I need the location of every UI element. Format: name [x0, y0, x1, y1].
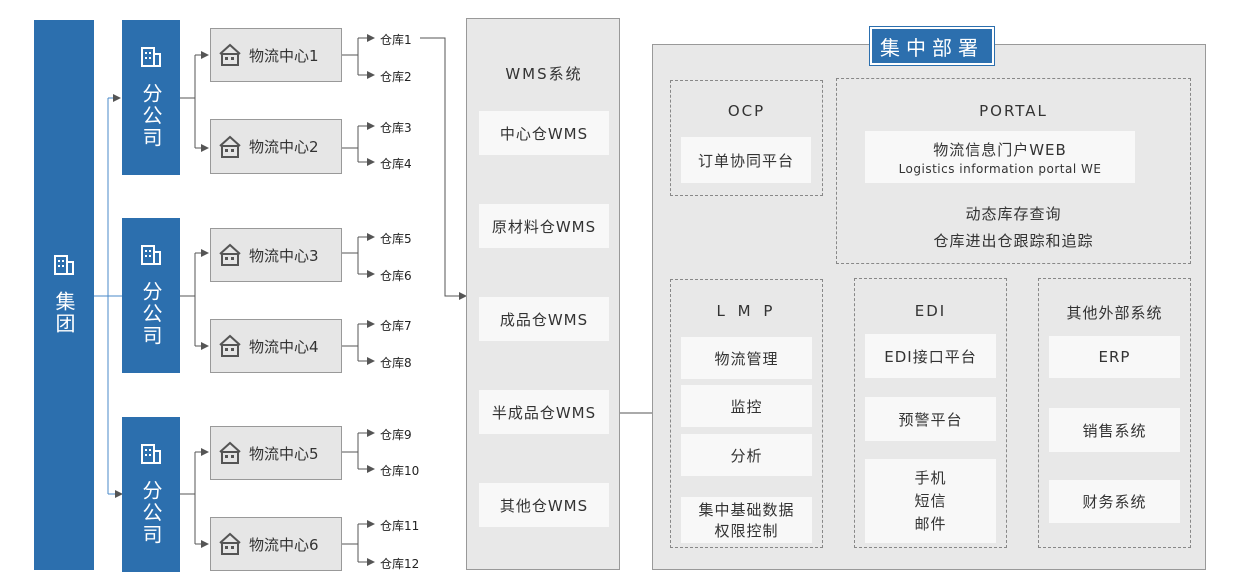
warehouse-label: 仓库10 [380, 464, 420, 478]
wms-item: 原材料仓WMS [479, 204, 609, 248]
warehouse-label: 仓库3 [380, 121, 412, 135]
wms-panel: WMS系统 中心仓WMS 原材料仓WMS 成品仓WMS 半成品仓WMS 其他仓W… [466, 18, 620, 570]
branch-label: 分公司 [139, 479, 163, 546]
logistics-center-1: 物流中心1 [210, 28, 342, 82]
lmp-base-line-1: 集中基础数据 [698, 501, 795, 519]
warehouse-label: 仓库6 [380, 269, 412, 283]
wms-item: 成品仓WMS [479, 297, 609, 341]
notify-sms: 短信 [914, 491, 947, 510]
external-item: ERP [1049, 336, 1180, 378]
external-item: 财务系统 [1049, 480, 1180, 523]
lmp-item: 物流管理 [681, 337, 812, 379]
branch-label: 分公司 [139, 280, 163, 347]
portal-title: PORTAL [979, 102, 1048, 120]
ocp-title: OCP [727, 102, 766, 120]
building-icon [141, 46, 161, 67]
group-label: 集团 [52, 291, 76, 335]
wms-item: 中心仓WMS [479, 111, 609, 155]
portal-web-card: 物流信息门户WEB Logistics information portal W… [865, 131, 1135, 183]
portal-group: PORTAL 物流信息门户WEB Logistics information p… [836, 78, 1191, 264]
house-icon [219, 135, 241, 158]
house-icon [219, 334, 241, 357]
building-icon [141, 443, 161, 464]
group-node: 集团 [34, 20, 94, 570]
edi-item: EDI接口平台 [865, 334, 996, 378]
warehouse-label: 仓库1 [380, 33, 412, 47]
wms-title: WMS系统 [505, 65, 583, 83]
ocp-group: OCP 订单协同平台 [670, 80, 823, 196]
lmp-base-line-2: 权限控制 [714, 522, 779, 540]
external-item: 销售系统 [1049, 408, 1180, 452]
logistics-center-6: 物流中心6 [210, 517, 342, 571]
warehouse-label: 仓库7 [380, 319, 412, 333]
branch-node-1: 分公司 [122, 20, 180, 175]
portal-web-title: 物流信息门户WEB [933, 140, 1067, 159]
branch-label: 分公司 [139, 82, 163, 149]
house-icon [219, 532, 241, 555]
warehouse-label: 仓库9 [380, 428, 412, 442]
edi-title: EDI [914, 302, 947, 320]
portal-web-subtitle: Logistics information portal WE [898, 161, 1102, 176]
logistics-center-3: 物流中心3 [210, 228, 342, 282]
warehouse-label: 仓库8 [380, 356, 412, 370]
house-icon [219, 441, 241, 464]
branch-node-3: 分公司 [122, 417, 180, 572]
wms-item: 半成品仓WMS [479, 390, 609, 434]
warehouse-label: 仓库4 [380, 157, 412, 171]
logistics-center-4: 物流中心4 [210, 319, 342, 373]
warehouse-label: 仓库11 [380, 519, 420, 533]
logistics-center-2: 物流中心2 [210, 119, 342, 174]
house-icon [219, 243, 241, 266]
warehouse-label: 仓库2 [380, 70, 412, 84]
notify-email: 邮件 [914, 514, 947, 533]
lmp-item: 监控 [681, 385, 812, 427]
lmp-base-card: 集中基础数据 权限控制 [681, 497, 812, 543]
notify-phone: 手机 [914, 468, 947, 487]
edi-notify-card: 手机 短信 邮件 [865, 459, 996, 543]
ocp-item: 订单协同平台 [681, 137, 811, 183]
house-icon [219, 43, 241, 66]
central-deployment-badge: 集中部署 [870, 27, 994, 65]
building-icon [54, 255, 74, 275]
warehouse-label: 仓库5 [380, 232, 412, 246]
building-icon [141, 244, 161, 265]
edi-item: 预警平台 [865, 397, 996, 441]
wms-item: 其他仓WMS [479, 483, 609, 527]
lmp-title: L M P [716, 302, 777, 320]
warehouse-label: 仓库12 [380, 557, 420, 571]
portal-line-2: 仓库进出仓跟踪和追踪 [933, 232, 1094, 250]
edi-group: EDI EDI接口平台 预警平台 手机 短信 邮件 [854, 278, 1007, 548]
lmp-group: L M P 物流管理 监控 分析 集中基础数据 权限控制 [670, 279, 823, 548]
external-title: 其他外部系统 [1066, 304, 1163, 322]
portal-line-1: 动态库存查询 [965, 205, 1062, 223]
external-systems-group: 其他外部系统 ERP 销售系统 财务系统 [1038, 278, 1191, 548]
branch-node-2: 分公司 [122, 218, 180, 373]
lmp-item: 分析 [681, 434, 812, 476]
logistics-center-5: 物流中心5 [210, 426, 342, 480]
